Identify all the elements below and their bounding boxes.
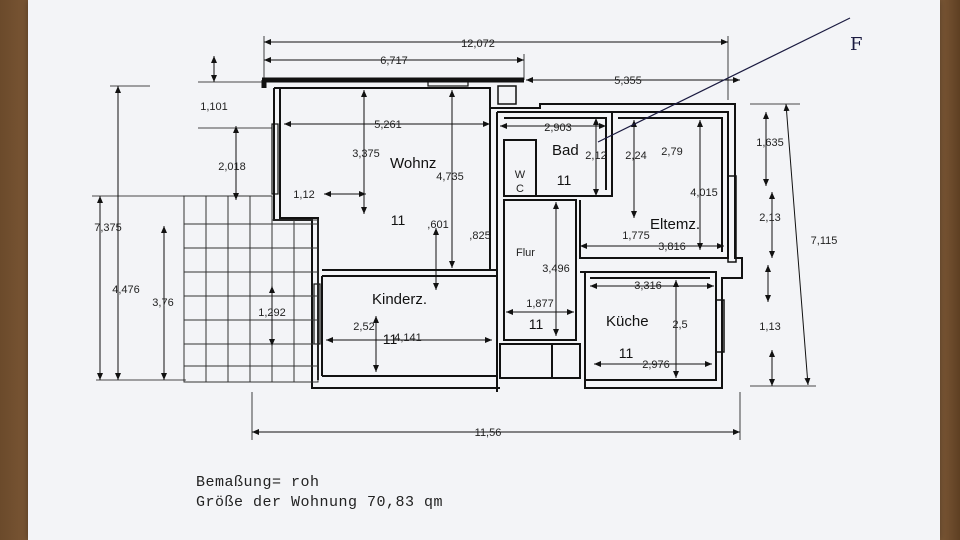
dim-eltemz-width-top: 2,79 — [661, 146, 682, 158]
dim-top-left: 6,717 — [380, 55, 408, 67]
dim-bad-width: 2,903 — [544, 122, 572, 134]
walls — [261, 77, 743, 392]
room-label-wc-c: C — [516, 183, 524, 195]
room-number-bad: 11 — [557, 172, 572, 188]
room-label-kueche: Küche — [606, 313, 649, 330]
dim-wohnz-step: 1,12 — [293, 189, 314, 201]
dim-wohnz-door: ,601 — [427, 219, 448, 231]
dim-right-upper: 1,635 — [756, 137, 784, 149]
note-apartment-size: Größe der Wohnung 70,83 qm — [196, 494, 444, 511]
room-label-wohnz: Wohnz — [390, 155, 436, 172]
dim-right-total: 7,115 — [811, 235, 838, 247]
dim-terrace-small: 1,292 — [258, 307, 286, 319]
dim-top-total: 12,072 — [461, 38, 495, 50]
room-label-bad: Bad — [552, 142, 579, 159]
dim-kinderz-depth: 2,52 — [353, 321, 374, 333]
dim-kinderz-width: 4,141 — [394, 332, 422, 344]
dim-wohnz-width: 5,261 — [374, 119, 402, 131]
room-label-wc-w: W — [515, 169, 526, 181]
room-labels: Wohnz 11 Bad 11 W C Flur 11 Eltemz. Kind… — [372, 142, 700, 361]
dim-eltemz-depth: 4,015 — [690, 187, 718, 199]
room-label-eltemz: Eltemz. — [650, 216, 700, 233]
dim-bad-depth: 2,12 — [585, 150, 606, 162]
room-number-kinderz: 11 — [383, 331, 398, 347]
dim-wohnz-depth: 4,735 — [436, 171, 464, 183]
dimension-labels: 12,072 6,717 5,355 11,56 7,375 4,476 3,7… — [94, 38, 837, 439]
dim-eltemz-small-depth: 2,24 — [625, 150, 646, 162]
extension-lines — [92, 36, 816, 440]
dim-flur-depth: 3,496 — [542, 263, 570, 275]
dim-left-lower: 4,476 — [112, 284, 140, 296]
dim-left-offset: 1,101 — [200, 101, 228, 113]
terrace-grid — [183, 195, 319, 383]
dim-left-step: 2,018 — [218, 161, 246, 173]
note-dimensioning: Bemaßung= roh — [196, 474, 320, 491]
room-label-flur: Flur — [516, 247, 535, 259]
dim-kueche-width: 2,976 — [642, 359, 670, 371]
room-label-kinderz: Kinderz. — [372, 291, 427, 308]
dim-top-right: 5,355 — [614, 75, 642, 87]
pen-annotation — [597, 17, 851, 143]
dim-bottom-total: 11,56 — [475, 427, 502, 439]
dim-kueche-width-top: 3,316 — [634, 280, 662, 292]
annotation-mark: F — [850, 34, 863, 55]
room-number-kueche: 11 — [619, 345, 634, 361]
dim-right-lower: 1,13 — [759, 321, 780, 333]
dimension-lines — [97, 39, 811, 435]
room-number-flur: 11 — [529, 316, 544, 332]
dim-eltemz-small: 1,775 — [622, 230, 650, 242]
dim-kueche-depth: 2,5 — [672, 319, 687, 331]
dim-right-middle: 2,13 — [759, 212, 780, 224]
dim-eltemz-width: 3,816 — [658, 241, 686, 253]
room-number-wohnz: 11 — [391, 212, 406, 228]
dim-wohnz-gap: ,825 — [469, 230, 490, 242]
dim-left-total: 7,375 — [94, 222, 122, 234]
dim-left-terrace: 3,76 — [152, 297, 173, 309]
dim-wohnz-inner: 3,375 — [352, 148, 380, 160]
dim-flur-width: 1,877 — [526, 298, 554, 310]
